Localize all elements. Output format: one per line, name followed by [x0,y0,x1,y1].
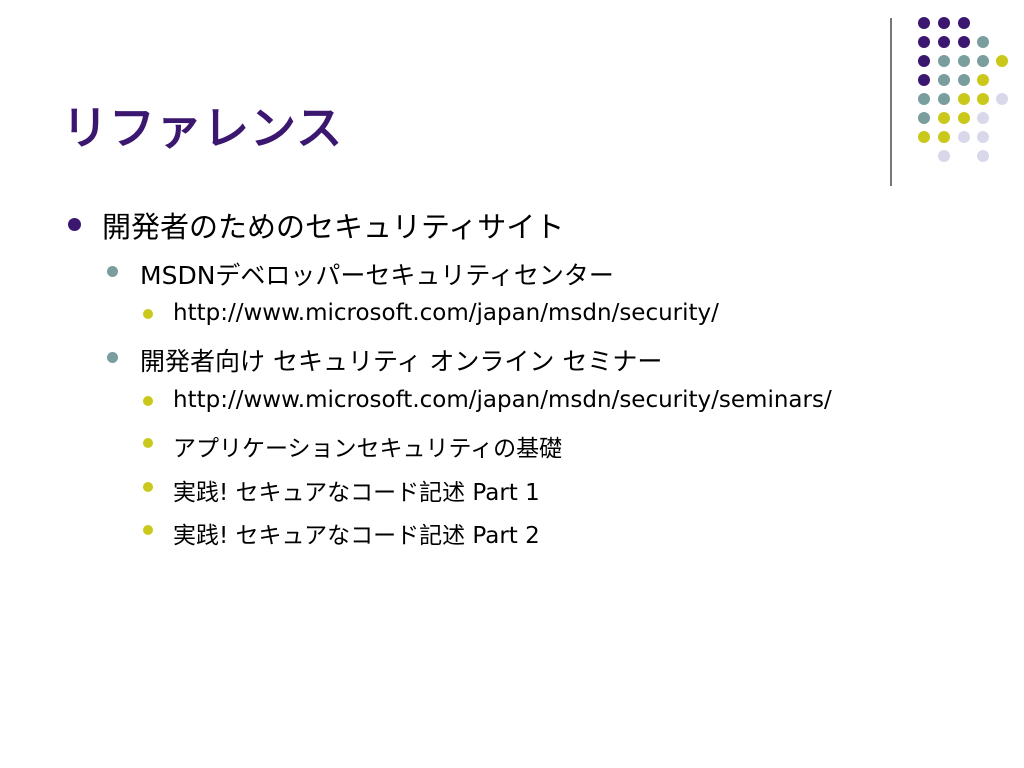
bullet-item-level1: 開発者のためのセキュリティサイト [68,204,565,246]
decorative-dot [938,17,950,29]
decorative-dot [938,112,950,124]
bullet-marker [143,482,153,492]
bullet-marker [107,266,118,277]
bullet-item-level3: 実践! セキュアなコード記述 Part 1 [143,473,540,507]
decorative-dot [977,36,989,48]
bullet-marker [143,396,153,406]
link-text[interactable]: http://www.microsoft.com/japan/msdn/secu… [173,387,832,413]
decorative-dot [958,93,970,105]
decorative-dot [918,74,930,86]
decorative-dot [938,36,950,48]
decorative-dot [918,112,930,124]
bullet-marker [107,352,118,363]
bullet-text: 実践! セキュアなコード記述 Part 2 [173,523,540,549]
decorative-dot [996,55,1008,67]
decorative-dot [958,17,970,29]
bullet-text: 実践! セキュアなコード記述 Part 1 [173,480,540,506]
decorative-dot [958,55,970,67]
decorative-dot [938,74,950,86]
decorative-dot [958,74,970,86]
decorative-dot [977,112,989,124]
bullet-text: アプリケーションセキュリティの基礎 [173,436,563,462]
decorative-dot [977,131,989,143]
bullet-text: MSDNデベロッパーセキュリティセンター [140,261,614,290]
decorative-dot [958,112,970,124]
bullet-item-level3: http://www.microsoft.com/japan/msdn/secu… [143,387,832,413]
bullet-item-level3: http://www.microsoft.com/japan/msdn/secu… [143,300,719,326]
decorative-dot [918,131,930,143]
bullet-item-level2: MSDNデベロッパーセキュリティセンター [107,256,614,292]
decorative-dot [958,36,970,48]
decorative-dot [977,55,989,67]
bullet-marker [143,438,153,448]
bullet-text: 開発者のためのセキュリティサイト [102,210,565,244]
bullet-marker [68,218,81,231]
decorative-dot [918,55,930,67]
bullet-marker [143,525,153,535]
decorative-dot [977,150,989,162]
decorative-dot [977,93,989,105]
decorative-dot [977,74,989,86]
decorative-dot [996,93,1008,105]
decorative-dot [918,36,930,48]
decorative-dot [918,17,930,29]
bullet-text: 開発者向け セキュリティ オンライン セミナー [140,347,663,376]
bullet-item-level3: 実践! セキュアなコード記述 Part 2 [143,516,540,550]
decorative-dot [938,131,950,143]
decorative-dot [938,150,950,162]
decorative-dot-grid [0,0,1024,200]
decorative-dot [918,93,930,105]
slide-title: リファレンス [62,101,344,155]
decorative-dot [938,55,950,67]
decorative-divider [890,18,892,186]
decorative-dot [938,93,950,105]
bullet-item-level2: 開発者向け セキュリティ オンライン セミナー [107,342,663,378]
bullet-item-level3: アプリケーションセキュリティの基礎 [143,429,563,463]
decorative-dot [958,131,970,143]
link-text[interactable]: http://www.microsoft.com/japan/msdn/secu… [173,300,719,326]
bullet-marker [143,309,153,319]
